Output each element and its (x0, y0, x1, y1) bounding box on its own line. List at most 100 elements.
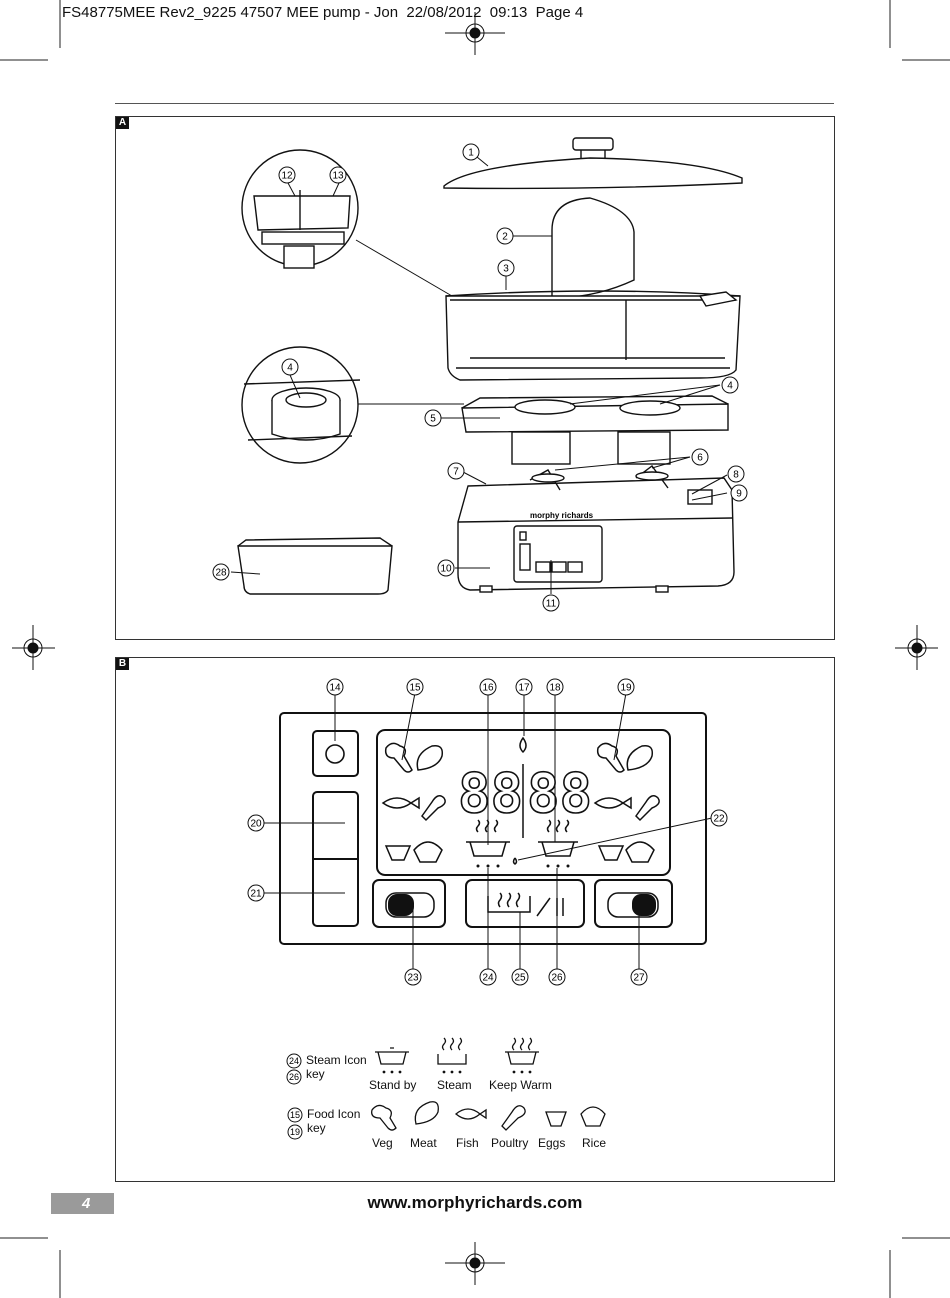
key-veg-label: Veg (372, 1136, 393, 1150)
key-number-circle (287, 1124, 303, 1140)
left-timer-button (372, 879, 446, 928)
callout-b-circle (630, 968, 648, 986)
callout-b-circle (326, 678, 344, 696)
callout-b-number: 21 (250, 889, 262, 900)
page-number: 4 (82, 1195, 91, 1212)
callout-a-circle (462, 143, 480, 161)
panel-a: A (115, 116, 835, 640)
callout-b-circle (406, 678, 424, 696)
callout-b-number: 26 (551, 973, 563, 984)
registration-mark-left (12, 625, 55, 670)
eggs-icon-left (384, 845, 412, 861)
callout-a-circle (691, 448, 709, 466)
callout-b-circle (511, 968, 529, 986)
poultry-icon-left (421, 795, 446, 822)
callout-a-number: 8 (733, 470, 739, 481)
lid (443, 157, 743, 190)
steam-icon (437, 1054, 467, 1065)
callout-b-number: 27 (633, 973, 645, 984)
panel-b: B (115, 657, 835, 1182)
callout-b-number: 23 (407, 973, 419, 984)
steam-start-button (465, 879, 585, 928)
eggs-icon-right (597, 845, 625, 861)
key-number: 24 (289, 1056, 299, 1066)
food-key-title-line2: key (307, 1121, 326, 1135)
key-steam-label: Steam (437, 1078, 472, 1092)
callout-a-circle (437, 559, 455, 577)
callout-b-circle (247, 814, 265, 832)
callout-b-circle (404, 968, 422, 986)
control-panel-outline (279, 712, 707, 945)
callout-a-circle (730, 484, 748, 502)
key-meat-label: Meat (410, 1136, 437, 1150)
callout-b-number: 14 (329, 683, 341, 694)
poultry-icon (501, 1105, 526, 1131)
fish-icon-right (593, 796, 632, 810)
steam-key-title-line2: key (306, 1067, 325, 1081)
callout-b-circle (479, 678, 497, 696)
callout-a-circle (727, 465, 745, 483)
key-rice-label: Rice (582, 1136, 607, 1150)
display-right-digits: 88 (527, 762, 592, 825)
key-number-circle (287, 1107, 303, 1123)
key-number-circle (286, 1069, 302, 1085)
rice-icon-left (413, 841, 443, 863)
footer-url: www.morphyrichards.com (367, 1193, 583, 1212)
callout-b-number: 16 (482, 683, 494, 694)
callout-a-number: 11 (546, 599, 557, 610)
standby-icon (375, 1047, 409, 1065)
callout-a-circle (497, 259, 515, 277)
steam-key-title-line1: Steam Icon (306, 1053, 367, 1067)
key-number: 15 (290, 1110, 300, 1120)
meat-icon-left (416, 744, 444, 771)
callout-a-number: 10 (440, 564, 452, 575)
callout-b-circle (515, 678, 533, 696)
callout-a-number: 5 (430, 414, 436, 425)
divider (551, 197, 635, 299)
callout-b-number: 22 (713, 814, 725, 825)
page-number-box: 4 (51, 1193, 114, 1214)
registration-mark-right (895, 625, 938, 670)
top-rule (115, 103, 834, 104)
callout-a-circle (542, 594, 560, 612)
basket (445, 295, 741, 381)
key-standby-label: Stand by (369, 1078, 417, 1092)
pot-icon-right (538, 841, 578, 857)
registration-mark-top (445, 12, 505, 55)
callout-b-circle (546, 678, 564, 696)
key-eggs-label: Eggs (538, 1136, 566, 1150)
callout-b-number: 25 (514, 973, 526, 984)
panel-b-tag: B (116, 658, 129, 670)
print-header: FS48775MEE Rev2_9225 47507 MEE pump - Jo… (62, 4, 584, 21)
water-drop-icon (519, 736, 527, 754)
callout-a-circle (496, 227, 514, 245)
veg-icon-left (384, 742, 413, 773)
callout-a-number: 3 (503, 264, 509, 275)
callout-a-number: 4 (727, 381, 733, 392)
fish-icon-left (381, 796, 420, 810)
callout-b-circle (548, 968, 566, 986)
key-fish-label: Fish (456, 1136, 479, 1150)
callout-b-number: 24 (482, 973, 494, 984)
veg-icon (371, 1104, 397, 1131)
callout-a-circle (721, 376, 739, 394)
food-key-title: Food Icon key (307, 1107, 360, 1135)
callout-a-circle (424, 409, 442, 427)
food-key-title-line1: Food Icon (307, 1107, 361, 1121)
callout-a-circle (281, 358, 299, 376)
keep-warm-icon (505, 1051, 539, 1065)
rice-icon (580, 1106, 606, 1127)
callout-a-circle (329, 166, 347, 184)
brand-logo: morphy richards (530, 511, 594, 520)
rice-icon-right (625, 841, 655, 863)
callout-a-number: 1 (468, 148, 474, 159)
meat-icon (414, 1101, 439, 1125)
callout-b-circle (479, 968, 497, 986)
key-number: 26 (289, 1072, 299, 1082)
registration-mark-bottom (445, 1242, 505, 1285)
callout-a-number: 12 (281, 171, 293, 182)
key-keep-warm-label: Keep Warm (489, 1078, 552, 1092)
callout-b-number: 18 (549, 683, 561, 694)
